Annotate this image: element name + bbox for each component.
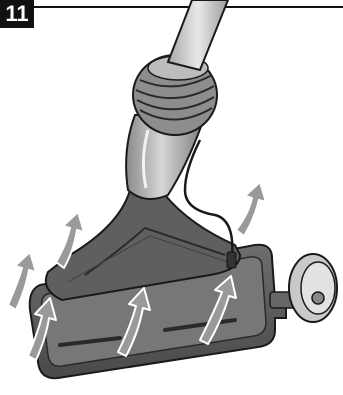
cable-plug [227,252,236,268]
ribbed-collar [133,55,217,135]
steam-arrow-3 [236,182,266,236]
wand-tube [168,0,228,70]
